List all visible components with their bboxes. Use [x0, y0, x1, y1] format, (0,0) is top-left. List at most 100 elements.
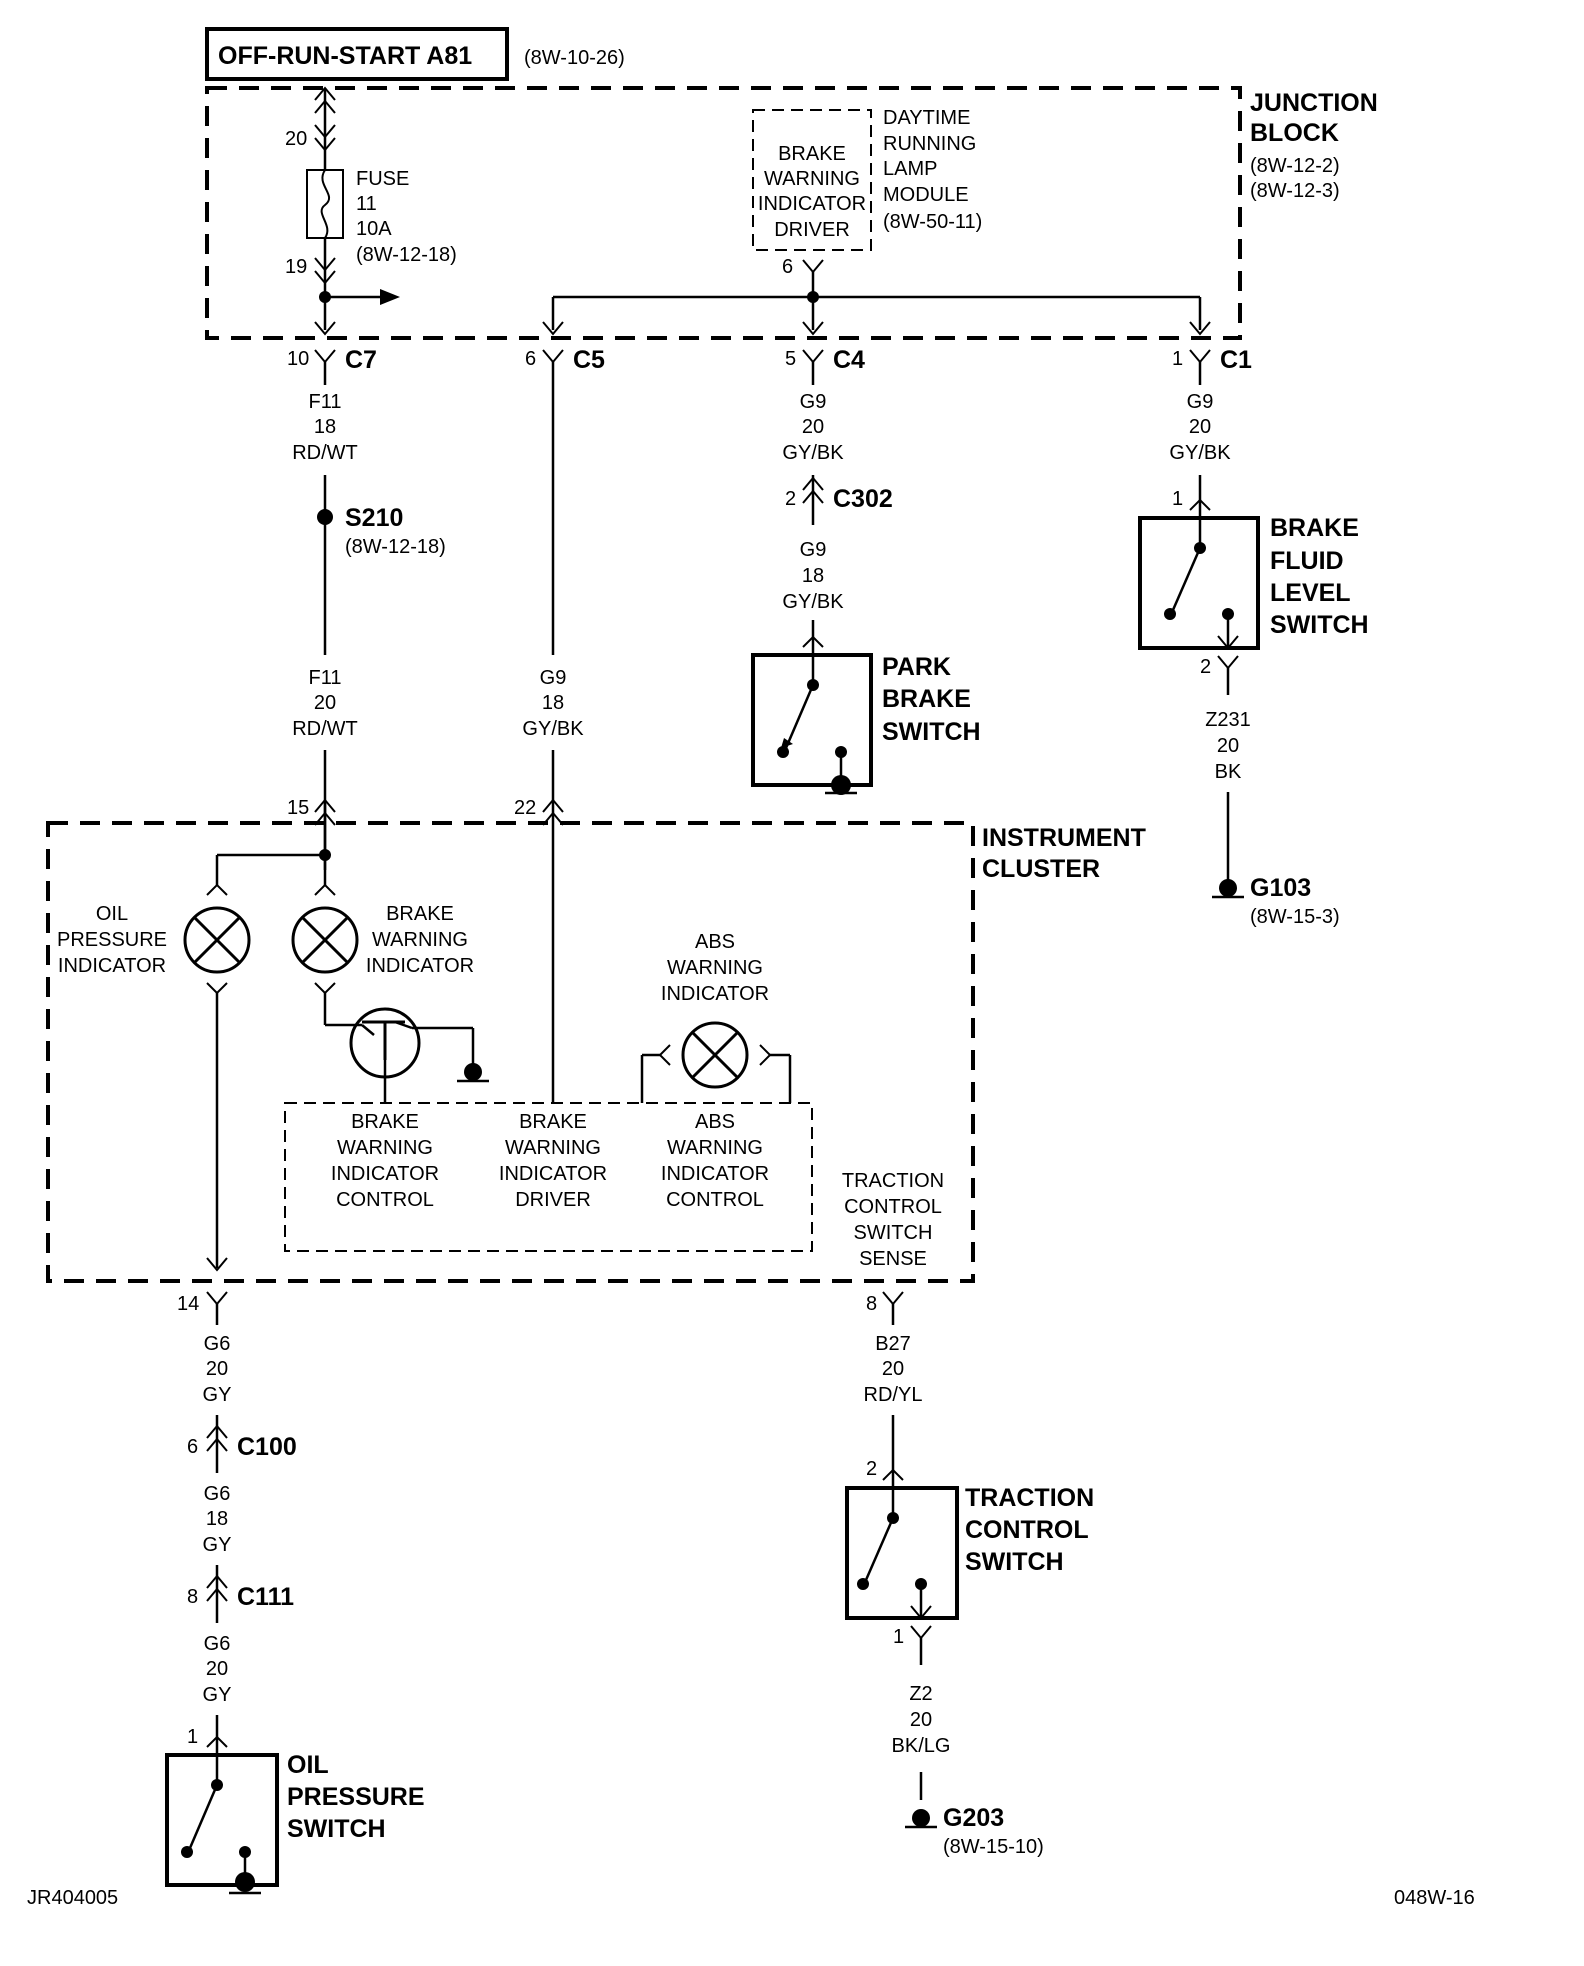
- g103-ground-symbol: [1212, 879, 1244, 899]
- oil-switch-l1: OIL: [287, 1751, 329, 1779]
- c5-name: C5: [573, 346, 605, 374]
- s210-splice-dot: [317, 509, 333, 525]
- tcs-l2: CONTROL: [965, 1516, 1089, 1544]
- tcs-sense-l1: TRACTION: [842, 1170, 944, 1192]
- bwi-control-l3: INDICATOR: [331, 1163, 439, 1185]
- g9-c4-color: GY/BK: [782, 442, 844, 464]
- ic-pin-15: 15: [287, 797, 309, 819]
- f11-lower-circuit: F11: [309, 667, 342, 689]
- f11-upper-circuit: F11: [309, 391, 342, 413]
- ic-name-2: CLUSTER: [982, 855, 1100, 883]
- fuse-11: [306, 86, 400, 330]
- g6-c-color: GY: [203, 1684, 232, 1706]
- g6-b-color: GY: [203, 1534, 232, 1556]
- junction-block-ref-1: (8W-12-2): [1250, 155, 1340, 177]
- abs-control-l2: WARNING: [667, 1137, 763, 1159]
- park-brake-l2: BRAKE: [882, 685, 971, 713]
- b27-gauge: 20: [882, 1358, 904, 1380]
- oil-ind-l1: OIL: [96, 903, 128, 925]
- drl-pin: 6: [782, 256, 793, 278]
- abs-control-l4: CONTROL: [666, 1189, 764, 1211]
- g9-c1-circuit: G9: [1187, 391, 1214, 413]
- bfl-l1: BRAKE: [1270, 514, 1359, 542]
- tcs-sense-l4: SENSE: [859, 1248, 927, 1270]
- g9-c4-gauge: 20: [802, 416, 824, 438]
- g9-park-gauge: 18: [802, 565, 824, 587]
- drl-inner-2: WARNING: [764, 168, 860, 190]
- drl-inner-4: DRIVER: [774, 219, 850, 241]
- instrument-cluster-boundary: [46, 821, 975, 1283]
- g9-c5-color: GY/BK: [522, 718, 584, 740]
- g6-a-gauge: 20: [206, 1358, 228, 1380]
- bfl-l2: FLUID: [1270, 547, 1344, 575]
- g9-c4-circuit: G9: [800, 391, 827, 413]
- z231-gauge: 20: [1217, 735, 1239, 757]
- junction-block-name-2: BLOCK: [1250, 119, 1339, 147]
- g9-c1-gauge: 20: [1189, 416, 1211, 438]
- drl-ref: (8W-50-11): [883, 211, 982, 233]
- title-box: [205, 27, 509, 81]
- brake-warning-transistor: [349, 1007, 489, 1103]
- traction-control-switch: [845, 1468, 959, 1665]
- g6-b-circuit: G6: [204, 1483, 231, 1505]
- drl-name-3: LAMP: [883, 158, 937, 180]
- oil-pressure-switch: [165, 1735, 279, 1895]
- bfl-pin-bottom: 2: [1200, 656, 1211, 678]
- c111-name: C111: [237, 1583, 294, 1611]
- bwi-driver-l2: WARNING: [505, 1137, 601, 1159]
- ic-name-1: INSTRUMENT: [982, 824, 1146, 852]
- c100-pin: 6: [187, 1436, 198, 1458]
- abs-ind-l2: WARNING: [667, 957, 763, 979]
- drl-name-2: RUNNING: [883, 133, 976, 155]
- junction-block-boundary: [205, 86, 1242, 340]
- bwi-control-l2: WARNING: [337, 1137, 433, 1159]
- c111-connector: [206, 1574, 228, 1602]
- tcs-l1: TRACTION: [965, 1484, 1094, 1512]
- drl-inner-3: INDICATOR: [758, 193, 866, 215]
- park-brake-l3: SWITCH: [882, 718, 981, 746]
- b27-circuit: B27: [875, 1333, 911, 1355]
- f11-lower-color: RD/WT: [292, 718, 358, 740]
- bwi-control-l1: BRAKE: [351, 1111, 419, 1133]
- ic-indicator-feed: [206, 849, 336, 896]
- c1-name: C1: [1220, 346, 1252, 374]
- abs-warning-indicator-lamp: [640, 1021, 792, 1103]
- g103-name: G103: [1250, 874, 1311, 902]
- c100-name: C100: [237, 1433, 297, 1461]
- abs-ind-l1: ABS: [695, 931, 735, 953]
- c100-connector: [206, 1424, 228, 1452]
- c7-name: C7: [345, 346, 377, 374]
- g9-park-color: GY/BK: [782, 591, 844, 613]
- g203-name: G203: [943, 1804, 1004, 1832]
- s210-ref: (8W-12-18): [345, 536, 446, 558]
- c4-pin: 5: [785, 348, 796, 370]
- drl-name-1: DAYTIME: [883, 107, 970, 129]
- brake-warning-indicator-lamp: [291, 906, 362, 1027]
- c111-pin: 8: [187, 1586, 198, 1608]
- f11-upper-color: RD/WT: [292, 442, 358, 464]
- tcs-sense-l2: CONTROL: [844, 1196, 942, 1218]
- bwi-driver-l3: INDICATOR: [499, 1163, 607, 1185]
- tcs-pin-top: 2: [866, 1458, 877, 1480]
- park-brake-l1: PARK: [882, 653, 951, 681]
- g9-c1-color: GY/BK: [1169, 442, 1231, 464]
- c1-pin: 1: [1172, 348, 1183, 370]
- footer-right: 048W-16: [1394, 1887, 1475, 1909]
- brake-ind-l1: BRAKE: [386, 903, 454, 925]
- drl-inner-1: BRAKE: [778, 143, 846, 165]
- junction-internal-wiring: [314, 259, 1211, 336]
- tcs-sense-l3: SWITCH: [854, 1222, 933, 1244]
- c302-pin: 2: [785, 488, 796, 510]
- oil-switch-l3: SWITCH: [287, 1815, 386, 1843]
- bwi-control-l4: CONTROL: [336, 1189, 434, 1211]
- drl-name-4: MODULE: [883, 184, 969, 206]
- title-label: OFF-RUN-START A81: [218, 42, 472, 70]
- abs-control-l1: ABS: [695, 1111, 735, 1133]
- oil-switch-l2: PRESSURE: [287, 1783, 425, 1811]
- fuse-label-2: 11: [356, 193, 377, 215]
- c4-name: C4: [833, 346, 865, 374]
- bfl-pin-top: 1: [1172, 488, 1183, 510]
- g203-ground-symbol: [905, 1809, 937, 1829]
- g203-ref: (8W-15-10): [943, 1836, 1044, 1858]
